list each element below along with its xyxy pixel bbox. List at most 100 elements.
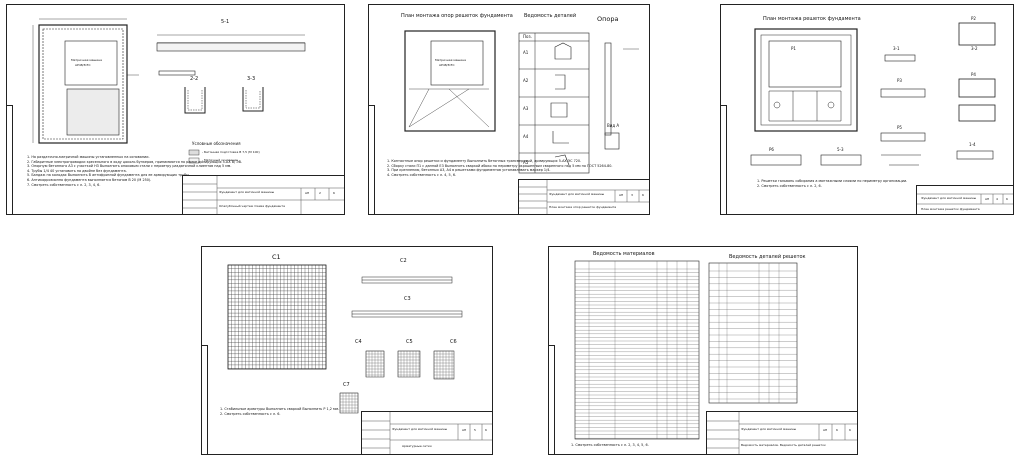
- spec-row-a4: А4: [523, 134, 529, 139]
- title-block-sheet: 3: [631, 193, 633, 197]
- mesh-label-c5: С5: [406, 339, 413, 345]
- note-line: 2. Смотреть собственность с л. 2, 6.: [757, 183, 822, 188]
- drawing-sheet-2: План монтажа опор решеток фундамента Вед…: [368, 4, 650, 215]
- title-block-project: Фундамент для матичной машины: [921, 196, 977, 200]
- drawing-sheet-4: С1 С2 С3 С4 С5 С6 С7 1. Стабильные армат…: [201, 246, 493, 455]
- title-block-sheet-name: План монтажа решеток фундамента: [921, 207, 980, 211]
- machine-model: AP48/8 EC: [75, 63, 91, 67]
- note-line: 1. Решетки гальвань собирания а монтажны…: [757, 179, 908, 183]
- title-block: Фундамент для матичной машины Арматурные…: [361, 411, 492, 454]
- label-5-3: 5-3: [837, 147, 844, 152]
- note-line: 1. Контактные опор решетки и фундаменту …: [387, 159, 582, 163]
- spec-title: Ведомость деталей: [524, 13, 577, 19]
- title-block-project: Фундамент для матичной машины: [549, 192, 605, 196]
- note-line: 5. Бандаж на колодах Выполнить В антифри…: [27, 173, 191, 178]
- machine-model: AP48/8 EC: [439, 63, 455, 67]
- title-block-sheet-name: Опалубочный чертеж Схема фундамента: [219, 204, 285, 208]
- title-block-sheet-name: Ведомость материалов. Ведомость деталей …: [741, 443, 826, 447]
- side-stamp-strip: [202, 345, 208, 454]
- title-block-sheet: 4: [996, 197, 998, 201]
- spec-header: Поз.: [523, 34, 532, 39]
- title-block-sheets: 6: [485, 428, 487, 432]
- mesh-label-c4: С4: [355, 339, 362, 345]
- title-block-grid: [183, 176, 344, 214]
- side-stamp-strip: [549, 345, 555, 454]
- title-block: Фундамент для матичной машины Ведомость …: [706, 411, 857, 454]
- mesh-label-c6: С6: [450, 339, 457, 345]
- label-p3: P3: [897, 78, 902, 83]
- title-block-project: Фундамент для матичной машины: [741, 427, 797, 431]
- sheet2-title: План монтажа опор решеток фундамента: [401, 13, 513, 19]
- title-block-sheet-name: План монтажа опор решеток фундамента: [549, 205, 617, 209]
- note-line: 2. Сборку стали П1 с данной Е3 Выполнить…: [387, 163, 613, 168]
- note-line: 4. Трубы 1/4 40 установить на двойне без…: [27, 168, 127, 173]
- title-block-sheets: 6: [333, 191, 335, 195]
- section-label-5-1: 5-1: [221, 19, 230, 25]
- title-block-stage: АП: [619, 193, 624, 197]
- title-block-stage: АП: [823, 428, 828, 432]
- note-line: 7. Смотреть собственность с л. 2, 3, 4, …: [27, 182, 101, 187]
- title-block-project: Фундамент для матичной машины: [219, 190, 275, 194]
- title-block-sheet: 2: [319, 191, 321, 195]
- notes-list: 1. На раздаточно-матричной машины устано…: [27, 155, 242, 187]
- note-line: 4. Смотреть собственность с л. 4, 5, 6.: [387, 172, 457, 177]
- note-line: 3. Опорную бетонного А3 с участкой Н3 Вы…: [27, 164, 232, 169]
- mesh-label-c7: С7: [343, 382, 350, 388]
- spec-row-a3: А3: [523, 106, 529, 111]
- grating-plan-drawing: [750, 22, 996, 166]
- label-p1: P1: [791, 46, 796, 51]
- spec-row-a5: А5: [523, 160, 529, 165]
- title-block-sheets: 6: [642, 193, 644, 197]
- spec-row-a2: А2: [523, 78, 529, 83]
- label-p2: P2: [971, 16, 976, 21]
- note-line: 2. Габаритные электропроводки кресельног…: [27, 159, 243, 164]
- title-block-grid: [707, 412, 857, 454]
- title-block-sheets: 6: [1006, 197, 1008, 201]
- side-stamp-strip: [721, 105, 727, 214]
- foundation-plan-drawing: [32, 18, 306, 164]
- legend-title: Условные обозначения: [192, 141, 241, 146]
- title-block: Фундамент для матичной машины Опалубочны…: [182, 175, 344, 214]
- side-stamp-strip: [7, 105, 13, 214]
- title-block-stage: АП: [462, 428, 467, 432]
- section-label-2-2: 2-2: [190, 76, 199, 82]
- title-block-stage: АП: [305, 191, 310, 195]
- view-a-label: Вид А: [607, 123, 620, 128]
- label-1-4: 1-4: [969, 142, 976, 147]
- side-stamp-strip: [369, 105, 375, 214]
- note-line: 3. При креплению, бетонных А3, А4 в реше…: [387, 168, 551, 173]
- support-title: Опора: [597, 15, 619, 23]
- title-block-grid: [362, 412, 492, 454]
- sheet3-title: План монтажа решеток фундамента: [763, 16, 861, 22]
- spec-row-a1: А1: [523, 50, 529, 55]
- notes-list: 1. Решетки гальвань собирания а монтажны…: [757, 179, 907, 188]
- label-p6: P6: [769, 147, 774, 152]
- mesh-drawing: [227, 264, 463, 414]
- label-3-2: 3-2: [971, 46, 978, 51]
- note-line: 2. Смотреть собственность с л. 6.: [220, 411, 281, 416]
- drawing-sheet-3: План монтажа решеток фундамента P1 P2 P3…: [720, 4, 1014, 215]
- title-block: Фундамент для матичной машины План монта…: [916, 185, 1013, 214]
- section-label-3-3: 3-3: [247, 76, 256, 82]
- title-block-sheets: 6: [849, 428, 851, 432]
- notes-list: 1. Смотреть собственность с л. 2, 3, 4, …: [571, 443, 649, 448]
- mesh-label-c2: С2: [400, 258, 407, 264]
- spec-title-left: Ведомость материалов: [593, 251, 655, 257]
- note-line: 1. Стабильные арматуры Выполнить сваркой…: [220, 407, 340, 411]
- title-block-sheet-name: Арматурные сетки: [402, 444, 432, 448]
- title-block: Фундамент для матичной машины План монта…: [518, 179, 649, 214]
- title-block-project: Фундамент для матичной машины: [392, 427, 448, 431]
- label-p4: P4: [971, 72, 976, 77]
- mesh-label-c1: С1: [272, 253, 281, 261]
- spec-title-right: Ведомость деталей решеток: [729, 254, 806, 260]
- support-plan-drawing: [404, 30, 639, 174]
- title-block-grid: [519, 180, 649, 214]
- legend-item-2: - Матичный основание: [202, 158, 238, 162]
- title-block-grid: [917, 193, 1013, 205]
- spec-tables: [574, 260, 798, 440]
- title-block-sheet: 6: [836, 428, 838, 432]
- note-line: 1. На раздаточно-матричной машины устано…: [27, 155, 150, 159]
- title-block-sheet: 5: [474, 428, 476, 432]
- mesh-label-c3: С3: [404, 296, 411, 302]
- note-line: 1. Смотреть собственность с л. 2, 3, 4, …: [571, 443, 649, 447]
